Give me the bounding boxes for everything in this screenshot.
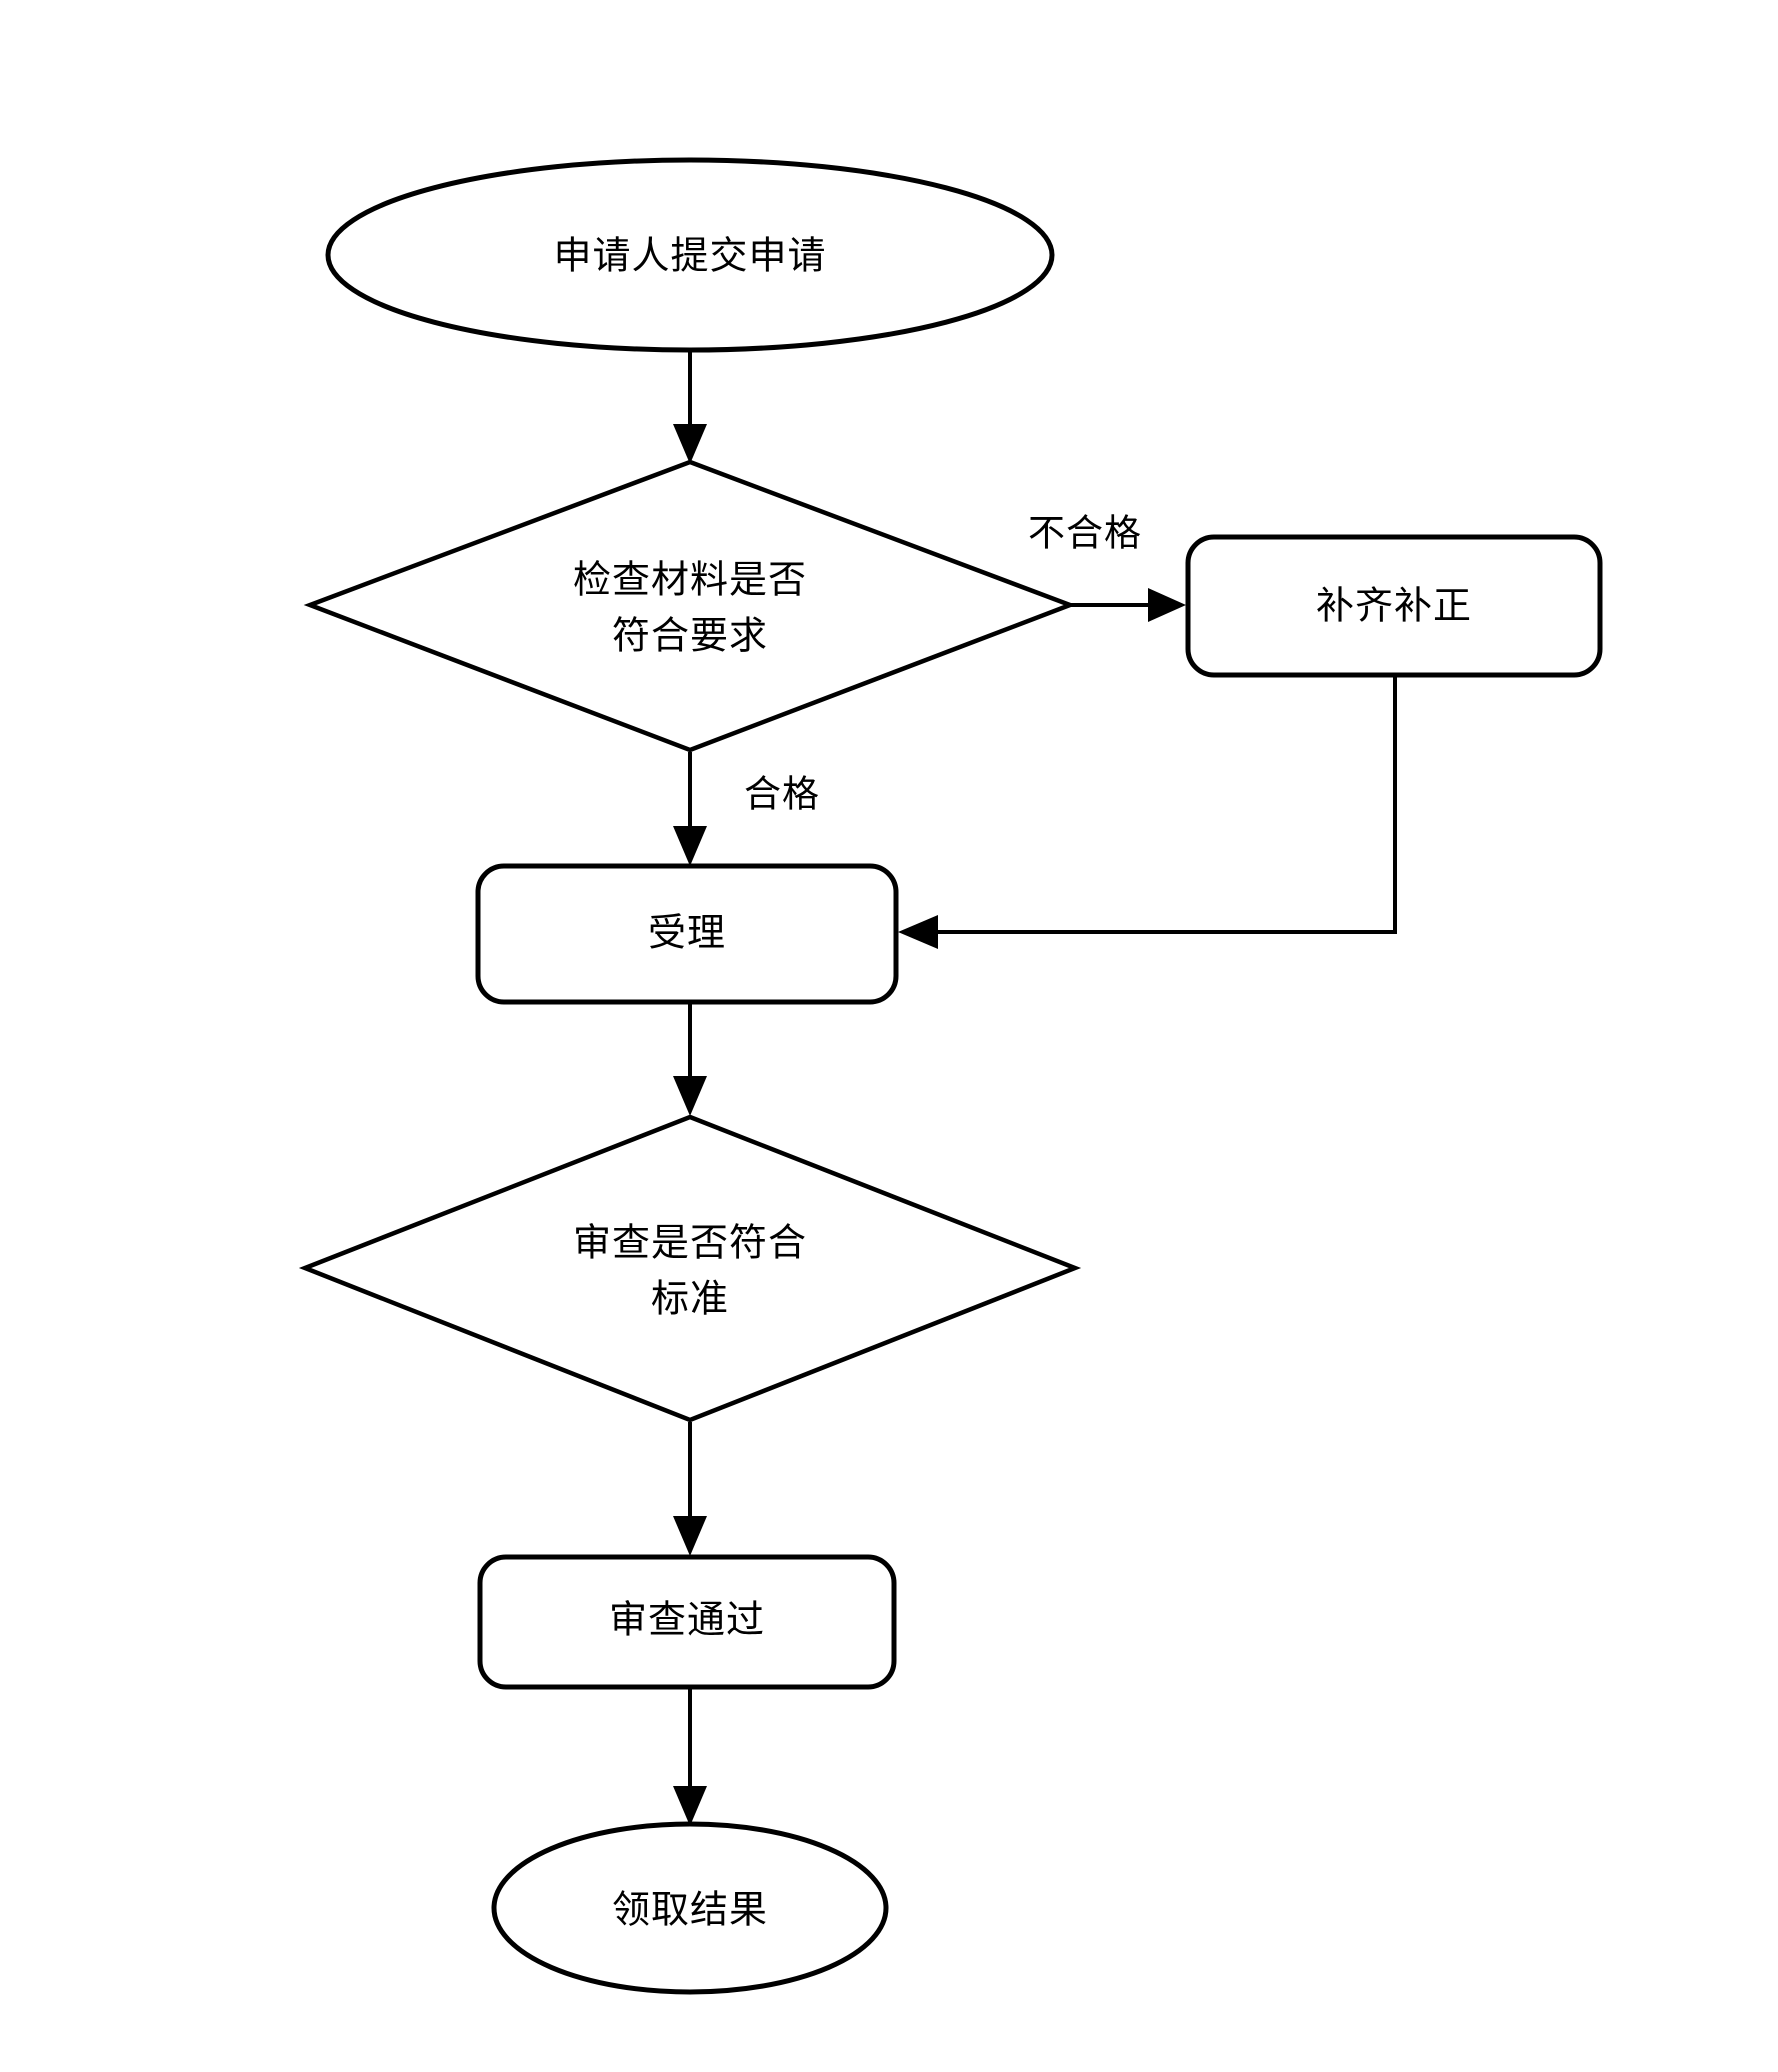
- arrow-head-icon: [673, 1786, 707, 1826]
- node-review-standard-label-line2: 标准: [651, 1277, 729, 1321]
- edge-start-to-check-materials: [673, 347, 707, 464]
- edge-supplement-to-accept: [898, 677, 1397, 949]
- rounded-rect-shape: [475, 863, 899, 1005]
- edge-label-qualified: 合格: [744, 773, 820, 816]
- edge-accept-to-review: [673, 1002, 707, 1116]
- arrow-head-icon: [673, 424, 707, 464]
- arrow-head-icon: [1148, 588, 1186, 622]
- edge-review-to-passed: [673, 1422, 707, 1556]
- node-review-passed[interactable]: 审查通过: [477, 1554, 897, 1690]
- arrow-head-icon: [673, 1516, 707, 1556]
- rounded-rect-shape: [477, 1554, 897, 1690]
- edge-label-not-qualified: 不合格: [1028, 512, 1142, 555]
- node-check-materials[interactable]: 检查材料是否 符合要求: [303, 459, 1077, 753]
- node-supplement-label: 补齐补正: [1316, 584, 1472, 628]
- node-start[interactable]: 申请人提交申请: [325, 157, 1055, 353]
- arrow-head-icon: [898, 915, 938, 949]
- arrow-head-icon: [673, 826, 707, 866]
- node-review-standard[interactable]: 审查是否符合 标准: [298, 1114, 1082, 1423]
- node-accept[interactable]: 受理: [475, 863, 899, 1005]
- node-review-passed-label: 审查通过: [609, 1598, 765, 1642]
- node-collect-result-label: 领取结果: [612, 1888, 768, 1932]
- node-review-standard-label-line1: 审查是否符合: [573, 1221, 807, 1265]
- edge-passed-to-collect: [673, 1687, 707, 1826]
- edge-line: [925, 677, 1397, 934]
- rounded-rect-shape: [1185, 534, 1603, 678]
- edge-check-to-accept: 合格: [673, 752, 820, 866]
- arrow-head-icon: [673, 1076, 707, 1116]
- node-accept-label: 受理: [648, 911, 726, 955]
- diamond-shape: [303, 459, 1077, 753]
- node-check-materials-label-line2: 符合要求: [612, 614, 768, 658]
- ellipse-shape: [491, 1821, 889, 1995]
- node-supplement[interactable]: 补齐补正: [1185, 534, 1603, 678]
- ellipse-shape: [325, 157, 1055, 353]
- node-collect-result[interactable]: 领取结果: [491, 1821, 889, 1995]
- node-start-label: 申请人提交申请: [553, 234, 826, 278]
- diamond-shape: [298, 1114, 1082, 1423]
- node-check-materials-label-line1: 检查材料是否: [573, 558, 807, 602]
- edge-check-to-supplement: 不合格: [1028, 512, 1186, 622]
